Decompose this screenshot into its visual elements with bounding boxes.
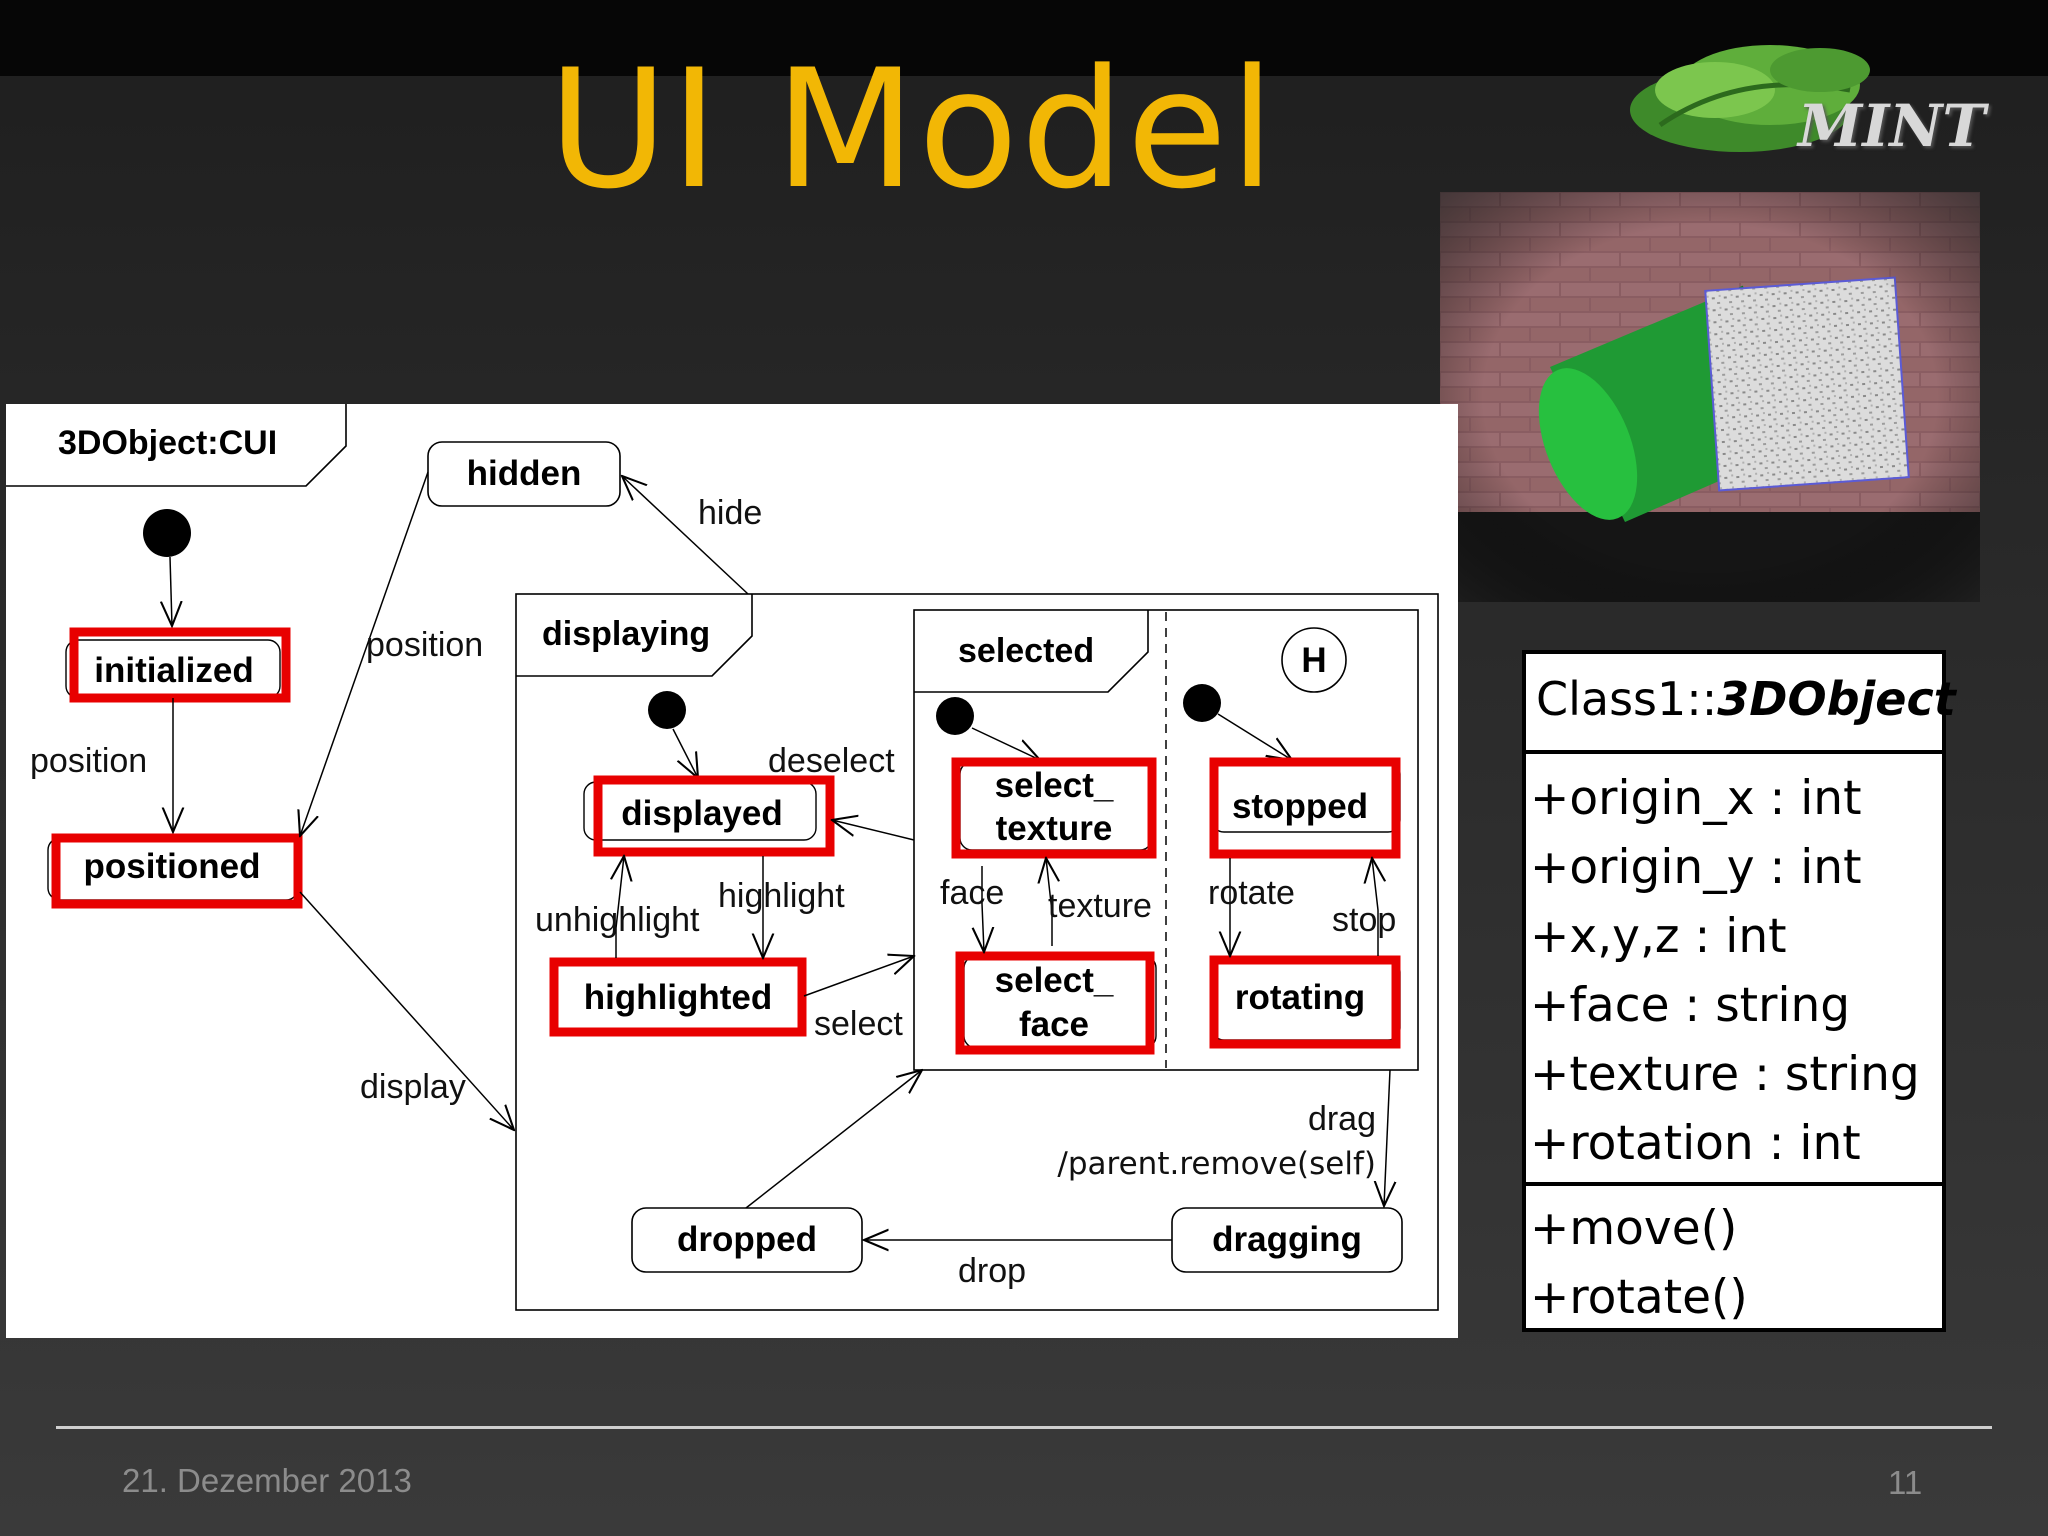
class-name-main: 3DObject: [1717, 672, 1956, 726]
transition-hide: hide: [698, 494, 762, 532]
uml-class-box: Class1::3DObject +origin_x : int +origin…: [1522, 650, 1956, 1332]
transition-select: select: [814, 1005, 903, 1043]
attribute-row: +x,y,z : int: [1530, 909, 1787, 964]
initial-pseudostate: [143, 509, 191, 557]
svg-text:select_: select_: [995, 961, 1114, 1000]
state-hidden: hidden: [427, 441, 621, 507]
attribute-row: +rotation : int: [1530, 1116, 1861, 1171]
state-highlighted: highlighted: [549, 957, 807, 1037]
transition-drop: drop: [958, 1252, 1026, 1290]
transition-position-left: position: [30, 742, 147, 780]
transition-highlight: highlight: [718, 877, 845, 915]
footer-divider: [56, 1426, 1992, 1429]
transition-deselect: deselect: [768, 742, 895, 780]
svg-text:highlighted: highlighted: [584, 978, 773, 1017]
transition-unhighlight: unhighlight: [535, 901, 700, 939]
frame-label: 3DObject:CUI: [58, 424, 277, 462]
svg-text:H: H: [1301, 641, 1326, 680]
slide-title: UI Model: [548, 34, 1277, 225]
frame-tab-3dobject-cui: 3DObject:CUI: [6, 404, 347, 487]
transition-stop: stop: [1332, 901, 1396, 939]
uml-class-name: Class1::3DObject: [1526, 654, 1956, 754]
state-select-texture: select_ texture: [951, 757, 1157, 859]
attribute-row: +origin_y : int: [1530, 840, 1862, 895]
transition-texture: texture: [1048, 887, 1152, 925]
state-displayed: displayed: [583, 775, 835, 857]
method-row: +move(): [1530, 1201, 1738, 1256]
3d-object-render-image: [1440, 192, 1980, 602]
svg-text:select_: select_: [995, 766, 1114, 805]
footer-date: 21. Dezember 2013: [122, 1462, 412, 1499]
svg-text:selected: selected: [958, 632, 1094, 670]
state-rotating: rotating: [1209, 955, 1401, 1049]
state-stopped: stopped: [1209, 757, 1401, 859]
uml-class-methods: +move() +rotate(): [1526, 1186, 1942, 1332]
svg-text:initialized: initialized: [94, 651, 253, 690]
state-dragging: dragging: [1171, 1207, 1403, 1273]
transition-rotate: rotate: [1208, 874, 1295, 912]
state-dropped: dropped: [631, 1207, 863, 1273]
selected-left-initial-pseudostate: [936, 697, 974, 735]
transition-drag-line2: /parent.remove(self): [1057, 1146, 1376, 1182]
state-selected: selected: [913, 609, 1419, 1071]
mint-logo: [1630, 45, 1870, 152]
svg-text:stopped: stopped: [1232, 787, 1368, 826]
uml-class-attributes: +origin_x : int +origin_y : int +x,y,z :…: [1526, 754, 1942, 1186]
svg-text:dropped: dropped: [677, 1220, 817, 1259]
state-select-face: select_ face: [955, 951, 1157, 1055]
transition-display: display: [360, 1068, 466, 1106]
state-displaying: displaying: [515, 593, 1439, 1311]
selected-right-initial-pseudostate: [1183, 684, 1221, 722]
attribute-row: +texture : string: [1530, 1047, 1920, 1102]
svg-text:displayed: displayed: [621, 794, 782, 833]
method-row: +rotate(): [1530, 1270, 1748, 1325]
attribute-row: +face : string: [1530, 978, 1851, 1033]
svg-text:positioned: positioned: [84, 847, 261, 886]
state-initialized: initialized: [65, 627, 291, 703]
history-pseudostate: H: [1281, 627, 1347, 693]
attribute-row: +origin_x : int: [1530, 771, 1862, 826]
class-name-prefix: Class1::: [1536, 672, 1718, 726]
mint-logo-text: MINT: [1798, 92, 1986, 160]
state-positioned: positioned: [47, 833, 303, 909]
page-number: 11: [1888, 1464, 1923, 1501]
svg-text:texture: texture: [996, 809, 1113, 848]
svg-text:rotating: rotating: [1235, 978, 1365, 1017]
svg-text:face: face: [1019, 1005, 1089, 1044]
transition-position-top: position: [366, 626, 483, 664]
transition-drag-line1: drag: [1308, 1100, 1376, 1138]
transition-face: face: [940, 874, 1004, 912]
svg-text:dragging: dragging: [1212, 1220, 1362, 1259]
state-diagram: 3DObject:CUI hidden initialized position…: [6, 404, 1439, 1311]
displaying-initial-pseudostate: [648, 691, 686, 729]
svg-text:hidden: hidden: [467, 454, 582, 493]
svg-text:displaying: displaying: [542, 615, 710, 653]
